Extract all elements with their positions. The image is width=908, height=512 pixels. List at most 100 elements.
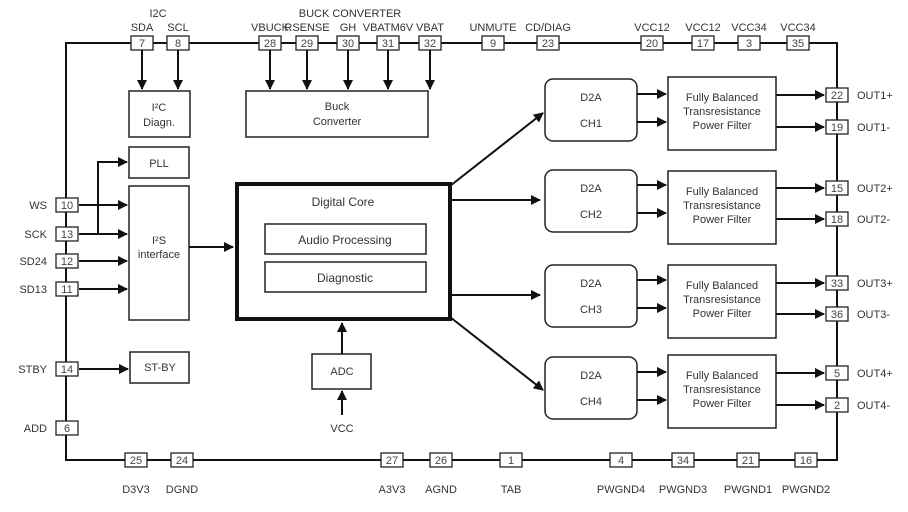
pin-number: 8 <box>175 38 181 50</box>
pin-label: OUT4+ <box>857 368 893 380</box>
pin-label: SD24 <box>19 256 47 268</box>
d2a-block <box>544 169 638 233</box>
pin-label: ADD <box>24 423 47 435</box>
pin-number: 7 <box>139 38 145 50</box>
pin-label: PWGND1 <box>724 484 772 496</box>
pin-box <box>55 361 79 377</box>
pin-box <box>825 211 849 227</box>
pin-box <box>825 180 849 196</box>
pin-number: 19 <box>831 122 843 134</box>
power-filter-block <box>667 170 777 245</box>
pin-label: VCC34 <box>780 22 815 34</box>
d2a-label: D2A <box>580 370 602 382</box>
pin-label: OUT2- <box>857 214 890 226</box>
pin-number: 14 <box>61 364 73 376</box>
pin-box <box>825 397 849 413</box>
pin-number: 3 <box>746 38 752 50</box>
pin-box <box>671 452 695 468</box>
pin-box <box>825 275 849 291</box>
i2c-diagnostic-block: I²C Diagn. <box>128 90 191 138</box>
pin-label: SCK <box>24 229 47 241</box>
pin-box <box>794 452 818 468</box>
d2a-label: D2A <box>580 278 602 290</box>
buck-line2: Converter <box>313 116 362 128</box>
pin-number: 10 <box>61 200 73 212</box>
pin-label: PWGND2 <box>782 484 830 496</box>
pin-label: VCC34 <box>731 22 766 34</box>
pin-box <box>825 87 849 103</box>
buck-group-label: BUCK CONVERTER <box>299 8 402 20</box>
pin-box <box>55 226 79 242</box>
pin-number: 2 <box>834 400 840 412</box>
pin-number: 36 <box>831 309 843 321</box>
stby-label: ST-BY <box>144 362 176 374</box>
d2a-label: D2A <box>580 183 602 195</box>
pin-number: 12 <box>61 256 73 268</box>
i2c-group-label: I2C <box>149 8 166 20</box>
power-filter-block <box>667 76 777 151</box>
d2a-block <box>544 356 638 420</box>
pin-box <box>481 35 505 51</box>
pin-left: 13 SCK <box>24 226 79 242</box>
filter-label: Transresistance <box>683 106 761 118</box>
pin-number: 31 <box>382 38 394 50</box>
pin-label: VCC12 <box>634 22 669 34</box>
filter-label: Power Filter <box>693 214 752 226</box>
pin-label: OUT3+ <box>857 278 893 290</box>
pin-box <box>691 35 715 51</box>
pin-number: 1 <box>508 455 514 467</box>
audio-processing-label: Audio Processing <box>298 233 391 247</box>
i2s-line1: I²S <box>152 235 166 247</box>
pin-label: A3V3 <box>379 484 406 496</box>
pin-label: UNMUTE <box>469 22 516 34</box>
pin-label: DGND <box>166 484 198 496</box>
chip-outline <box>65 42 838 461</box>
diagnostic-label: Diagnostic <box>317 271 373 285</box>
pin-box <box>536 35 560 51</box>
filter-label: Transresistance <box>683 384 761 396</box>
pin-number: 35 <box>792 38 804 50</box>
power-filter-block <box>667 354 777 429</box>
top-pins: 7SDA8SCL28VBUCK29RSENSE30GH31VBATM6V32VB… <box>130 22 816 51</box>
pll-label: PLL <box>149 158 169 170</box>
pin-number: 30 <box>342 38 354 50</box>
pin-label: VBATM6V <box>363 22 414 34</box>
pin-box <box>124 452 148 468</box>
core-to-ch4-arrow <box>449 316 544 391</box>
pin-label: WS <box>29 200 47 212</box>
pin-label: OUT1+ <box>857 90 893 102</box>
pin-label: VBUCK <box>251 22 290 34</box>
pin-left: 14 STBY <box>18 361 79 377</box>
filter-label: Fully Balanced <box>686 280 758 292</box>
pin-box <box>429 452 453 468</box>
pin-number: 26 <box>435 455 447 467</box>
channel-label: CH4 <box>580 396 602 408</box>
pin-label: VBAT <box>416 22 444 34</box>
pin-left: 12 SD24 <box>19 253 79 269</box>
pin-label: STBY <box>18 364 47 376</box>
pin-number: 16 <box>800 455 812 467</box>
filter-label: Power Filter <box>693 308 752 320</box>
pin-number: 17 <box>697 38 709 50</box>
pin-number: 13 <box>61 229 73 241</box>
